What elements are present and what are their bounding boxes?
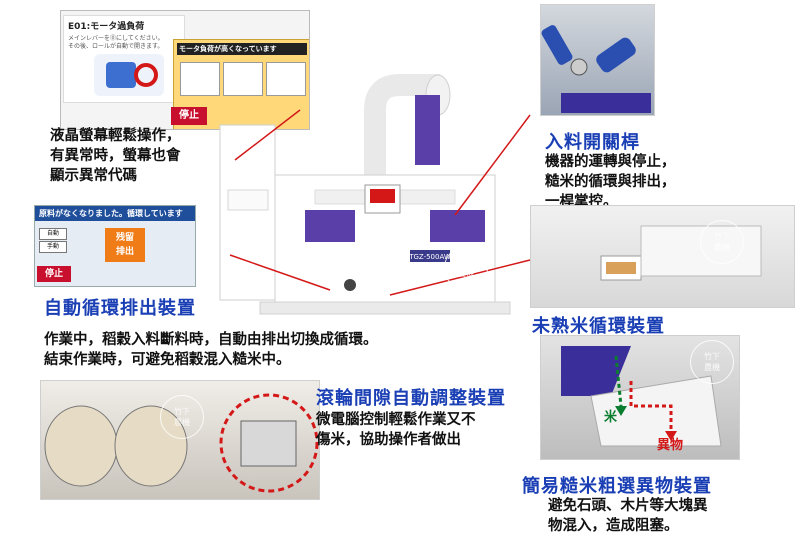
roller-title: 滾輪間隙自動調整裝置 (316, 388, 506, 409)
sorter-title: 簡易糙米粗選異物裝置 (522, 476, 712, 497)
popup-title: モータ負荷が高くなっています (177, 43, 307, 55)
roller-line-1: 微電腦控制輕鬆作業又不 (316, 412, 476, 428)
lcd-caption-line-1: 液晶螢幕輕鬆操作， (50, 128, 181, 144)
watermark-roller: 竹下 農機 (160, 395, 204, 439)
model-badge: TGZ-500AW (408, 253, 451, 261)
lcd-screen-photo: E01:モータ過負荷 メインレバーを⓪にしてください。 その後、ロールが自動で開… (60, 10, 310, 130)
lcd-caption-line-2: 有異常時，螢幕也會 (50, 148, 181, 164)
warning-message-2: その後、ロールが自動で開きます。 (68, 43, 164, 50)
auto-cycle-line-1: 作業中，稻穀入料斷料時，自動由排出切換成循環。 (44, 332, 378, 348)
inlet-line-1: 機器的運轉與停止， (545, 154, 676, 170)
pointer-cycle (229, 254, 331, 291)
roller-icon (44, 393, 319, 493)
warning-card: E01:モータ過負荷 メインレバーを⓪にしてください。 その後、ロールが自動で開… (63, 15, 185, 103)
watermark-sorter: 竹下 農機 (690, 340, 734, 384)
popup-step-2 (223, 62, 263, 96)
pointer-inlet (454, 114, 531, 216)
roller-description: 微電腦控制輕鬆作業又不 傷米，協助操作者做出 (316, 410, 476, 450)
cycle-screen-header: 原料がなくなりました。循環しています (35, 206, 195, 221)
motor-icon (106, 62, 158, 88)
warning-code: E01:モータ過負荷 (68, 22, 145, 32)
immature-rice-photo (530, 205, 795, 308)
cycle-screen-photo: 原料がなくなりました。循環しています 自動 手動 残留 排出 停止 (34, 205, 196, 287)
popup-step-1 (180, 62, 220, 96)
sorter-label-foreign: 異物 (657, 438, 684, 453)
sorter-line-2: 物混入，造成阻塞。 (548, 518, 679, 534)
roller-line-2: 傷米，協助操作者做出 (316, 432, 461, 448)
inlet-title: 入料開關桿 (545, 132, 640, 153)
sorter-line-1: 避免石頭、木片等大塊異 (548, 498, 708, 514)
lcd-caption: 液晶螢幕輕鬆操作， 有異常時，螢幕也會 顯示異常代碼 (50, 126, 181, 186)
sorter-photo (540, 335, 740, 460)
immature-title: 未熟米循環裝置 (532, 316, 665, 337)
mode-auto-button[interactable]: 自動 (39, 228, 67, 240)
popup-step-3 (266, 62, 306, 96)
pointer-lcd (234, 109, 301, 161)
lever-icon (541, 25, 651, 113)
watermark-immature: 竹下 農機 (700, 220, 744, 264)
warning-message-1: メインレバーを⓪にしてください。 (68, 35, 164, 42)
residual-label-2: 排出 (115, 247, 134, 257)
roller-photo (40, 380, 320, 500)
mode-manual-button[interactable]: 手動 (39, 241, 67, 253)
cycle-stop-button[interactable]: 停止 (37, 266, 71, 282)
residual-discharge-button[interactable]: 残留 排出 (105, 228, 145, 262)
auto-cycle-title: 自動循環排出裝置 (44, 298, 196, 319)
inlet-lever-photo (540, 4, 655, 116)
auto-cycle-description: 作業中，稻穀入料斷料時，自動由排出切換成循環。 結束作業時，可避免稻穀混入糙米中… (44, 330, 378, 370)
lcd-caption-line-3: 顯示異常代碼 (50, 168, 137, 184)
sorter-label-rice: 米 (604, 410, 618, 425)
lcd-stop-button[interactable]: 停止 (171, 107, 207, 125)
motor-illustration (94, 54, 164, 96)
sorter-description: 避免石頭、木片等大塊異 物混入，造成阻塞。 (548, 496, 708, 536)
auto-cycle-line-2: 結束作業時，可避免稻穀混入糙米中。 (44, 352, 291, 368)
watermark-machine: 竹下 農機 (444, 246, 488, 290)
residual-label-1: 残留 (115, 233, 134, 243)
sorter-diagram-icon (561, 346, 722, 447)
inlet-line-2: 糙米的循環與排出， (545, 174, 676, 190)
